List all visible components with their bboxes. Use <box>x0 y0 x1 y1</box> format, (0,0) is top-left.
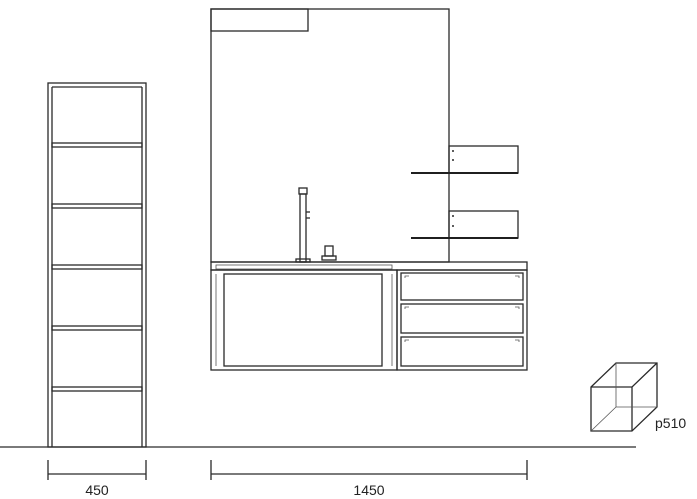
shelf-box <box>448 210 519 239</box>
drawer-unit <box>396 269 528 371</box>
cabinet-door <box>223 273 383 367</box>
floating-shelf-upper <box>411 145 519 174</box>
dimension-vanity <box>210 460 528 480</box>
sink-basin-edge <box>215 264 393 270</box>
countertop <box>210 261 528 271</box>
shelf-boards <box>51 142 143 392</box>
drawer-frame <box>396 269 528 371</box>
screw-dot <box>452 159 454 161</box>
shelf-frame <box>47 82 147 448</box>
faucet-body <box>299 193 307 263</box>
shelf-board <box>51 142 143 148</box>
mirror-light <box>210 8 309 32</box>
shelf-board <box>51 386 143 392</box>
shelf-board <box>51 264 143 270</box>
depth-cube-icon <box>590 362 658 432</box>
knob-base <box>321 255 337 261</box>
shelf-box <box>448 145 519 174</box>
shelf-board <box>51 325 143 331</box>
shelf-board <box>51 203 143 209</box>
floating-shelf-lower <box>411 210 519 239</box>
faucet <box>295 187 311 263</box>
cube-front-edges <box>591 362 658 431</box>
vanity-width-label: 1450 <box>353 482 384 498</box>
drain-knob <box>321 245 337 261</box>
cabinet-frame <box>210 269 398 371</box>
mirror-frame <box>210 8 450 263</box>
shelf-width-label: 450 <box>85 482 109 498</box>
screw-dot <box>452 225 454 227</box>
cube-hidden-edges <box>590 363 657 432</box>
drawer <box>400 303 524 334</box>
faucet-spout <box>298 187 308 195</box>
depth-label: p510 <box>655 415 686 431</box>
dimension-shelf <box>47 460 147 480</box>
vanity-cabinet <box>210 269 398 371</box>
mirror-panel <box>210 8 450 263</box>
drawer <box>400 272 524 301</box>
screw-dot <box>452 215 454 217</box>
knob-body <box>324 245 334 257</box>
screw-dot <box>452 150 454 152</box>
drawer <box>400 336 524 367</box>
drawer-handles <box>404 275 520 342</box>
tall-shelf-unit <box>47 82 147 448</box>
